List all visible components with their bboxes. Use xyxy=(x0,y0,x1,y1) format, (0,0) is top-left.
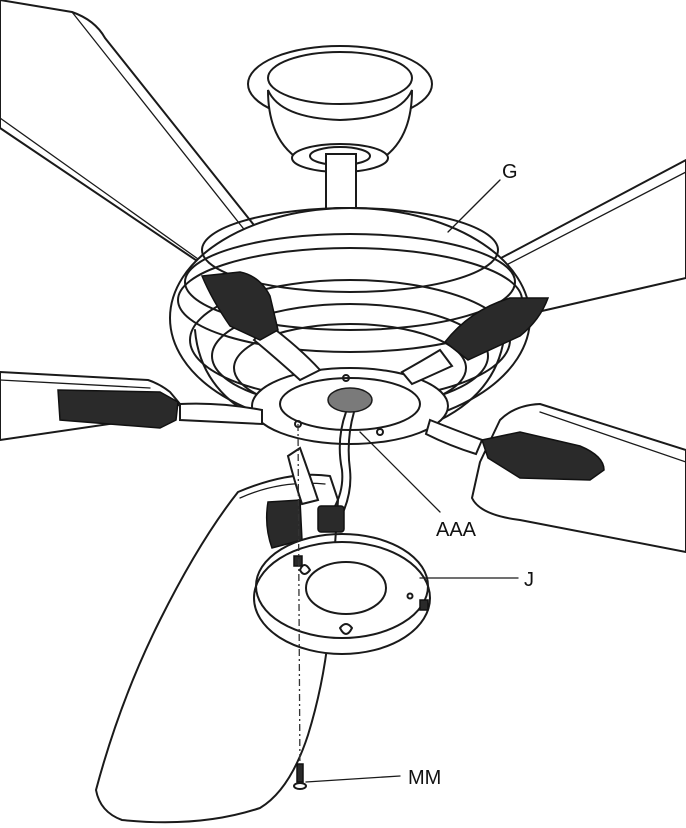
switch-housing-plate xyxy=(251,367,449,445)
label-aaa: AAA xyxy=(436,519,477,541)
blade-arms xyxy=(57,271,605,549)
label-g: G xyxy=(502,161,518,183)
callout-leaders xyxy=(305,179,519,783)
label-j: J xyxy=(524,569,534,591)
screw-alignment xyxy=(293,423,307,790)
label-mm: MM xyxy=(408,767,441,789)
wiring-connector xyxy=(317,411,355,533)
light-kit-adapter-plate xyxy=(253,533,431,655)
